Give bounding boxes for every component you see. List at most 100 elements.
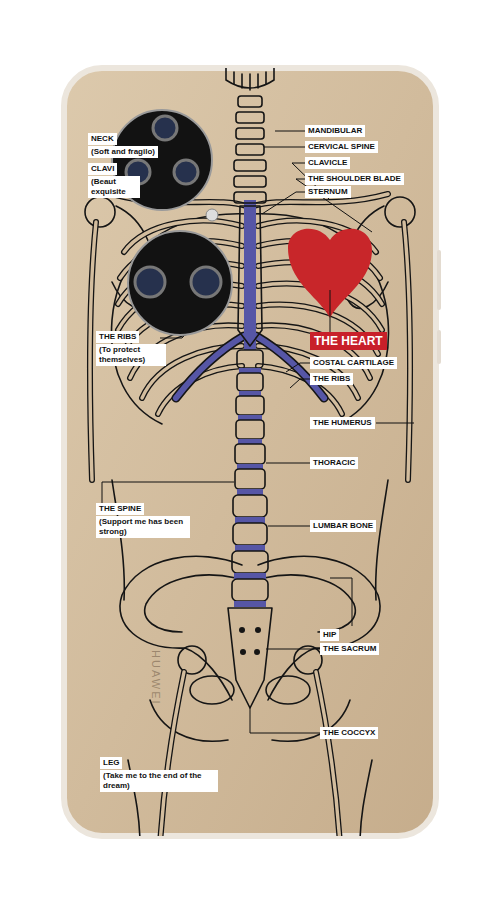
label-heading: THE SHOULDER BLADE bbox=[305, 173, 404, 185]
vertebra bbox=[235, 444, 265, 464]
callout-label: COSTAL CARTILAGE bbox=[310, 357, 397, 370]
lumbar-vertebra bbox=[232, 551, 268, 573]
callout-label: THE HUMERUS bbox=[310, 417, 375, 430]
callout-label: THE SHOULDER BLADE bbox=[305, 173, 404, 186]
sacral-hole bbox=[255, 627, 261, 633]
label-note: (Soft and fragilo) bbox=[88, 146, 158, 158]
spinal-disc bbox=[234, 601, 266, 607]
side-button bbox=[437, 250, 441, 310]
label-heading: MANDIBULAR bbox=[305, 125, 365, 137]
cervical-vertebra bbox=[238, 96, 262, 107]
callout-label: CLAVICLE bbox=[305, 157, 350, 170]
label-heading: STERNUM bbox=[305, 186, 351, 198]
spinal-disc bbox=[234, 573, 266, 579]
leader-line bbox=[268, 526, 310, 527]
leader-line bbox=[250, 708, 320, 733]
leader-line bbox=[330, 578, 352, 626]
leader-lines bbox=[102, 131, 414, 733]
label-note: (Support me has been strong) bbox=[96, 516, 190, 538]
leader-line bbox=[262, 192, 305, 214]
callout-label: LUMBAR BONE bbox=[310, 520, 376, 533]
callout-label: MANDIBULAR bbox=[305, 125, 365, 138]
callout-label: THE SACRUM bbox=[320, 643, 379, 656]
callout-label: HIP bbox=[320, 629, 339, 642]
callout-label: LEG(Take me to the end of the dream) bbox=[100, 757, 218, 793]
cervical-vertebra bbox=[236, 128, 264, 139]
leader-line bbox=[286, 363, 310, 372]
callout-label: STERNUM bbox=[305, 186, 351, 199]
side-button bbox=[437, 330, 441, 364]
label-heading: THE RIBS bbox=[310, 373, 353, 385]
label-heading: CLAVI bbox=[88, 163, 117, 175]
cervical-vertebra bbox=[234, 192, 266, 203]
sternum bbox=[238, 206, 262, 346]
leader-line bbox=[266, 649, 320, 650]
label-heading: LUMBAR BONE bbox=[310, 520, 376, 532]
label-heading: THE COCCYX bbox=[320, 727, 378, 739]
case-body bbox=[64, 68, 436, 836]
camera-lens bbox=[191, 267, 221, 297]
spinal-disc bbox=[235, 545, 265, 551]
label-note: (Beaut exquisite bbox=[88, 176, 140, 198]
lumbar-vertebra bbox=[232, 579, 268, 601]
label-heading: THE RIBS bbox=[96, 331, 139, 343]
callout-label: THE RIBS(To protect themselves) bbox=[96, 331, 166, 367]
vertebra bbox=[235, 469, 265, 489]
vertebra bbox=[237, 373, 263, 391]
leader-line bbox=[264, 147, 305, 148]
spinal-disc bbox=[237, 489, 263, 495]
brand-watermark: HUAWEI bbox=[150, 650, 162, 706]
sacral-hole bbox=[239, 627, 245, 633]
label-note: (Take me to the end of the dream) bbox=[100, 770, 218, 792]
label-heading: COSTAL CARTILAGE bbox=[310, 357, 397, 369]
sacral-hole bbox=[240, 649, 246, 655]
callout-label: THE RIBS bbox=[310, 373, 353, 386]
camera-lens bbox=[153, 116, 177, 140]
callout-label: NECK(Soft and fragilo) bbox=[88, 133, 158, 159]
label-heading: LEG bbox=[100, 757, 122, 769]
skeleton-left bbox=[85, 194, 250, 836]
leader-line bbox=[312, 290, 330, 338]
highlight-label: THE HEART bbox=[310, 332, 387, 351]
vertebra bbox=[236, 420, 264, 439]
label-heading: CLAVICLE bbox=[305, 157, 350, 169]
camera-ring bbox=[128, 231, 232, 335]
camera-module bbox=[112, 110, 232, 335]
label-note: (To protect themselves) bbox=[96, 344, 166, 366]
label-heading: NECK bbox=[88, 133, 117, 145]
leader-line bbox=[102, 482, 234, 503]
sacral-hole bbox=[254, 649, 260, 655]
spine-band bbox=[244, 200, 256, 350]
label-heading: THE HUMERUS bbox=[310, 417, 375, 429]
skeleton-right bbox=[250, 194, 415, 836]
label-heading: HIP bbox=[320, 629, 339, 641]
lumbar-vertebra bbox=[233, 523, 267, 545]
sacrum bbox=[228, 608, 272, 708]
teeth bbox=[234, 72, 266, 90]
vertebra bbox=[237, 350, 263, 368]
camera-lens bbox=[135, 267, 165, 297]
callout-label: CERVICAL SPINE bbox=[305, 141, 378, 154]
leader-line bbox=[266, 463, 310, 464]
label-heading: THE SPINE bbox=[96, 503, 144, 515]
callout-label: CLAVI(Beaut exquisite bbox=[88, 163, 140, 199]
label-heading: THE SACRUM bbox=[320, 643, 379, 655]
vertebra bbox=[236, 396, 264, 415]
leader-line bbox=[290, 379, 310, 388]
spinal-disc bbox=[235, 517, 265, 523]
callout-label: THORACIC bbox=[310, 457, 358, 470]
cervical-vertebra bbox=[234, 176, 266, 187]
leader-line bbox=[376, 423, 414, 424]
label-heading: THE HEART bbox=[310, 332, 387, 350]
leader-line bbox=[275, 131, 305, 132]
callout-label: THE SPINE(Support me has been strong) bbox=[96, 503, 190, 539]
lumbar-vertebra bbox=[233, 495, 267, 517]
leader-line bbox=[296, 179, 372, 232]
cervical-vertebra bbox=[236, 144, 264, 155]
callout-label: THE COCCYX bbox=[320, 727, 378, 740]
cervical-vertebra bbox=[234, 160, 266, 171]
label-heading: THORACIC bbox=[310, 457, 358, 469]
label-heading: CERVICAL SPINE bbox=[305, 141, 378, 153]
